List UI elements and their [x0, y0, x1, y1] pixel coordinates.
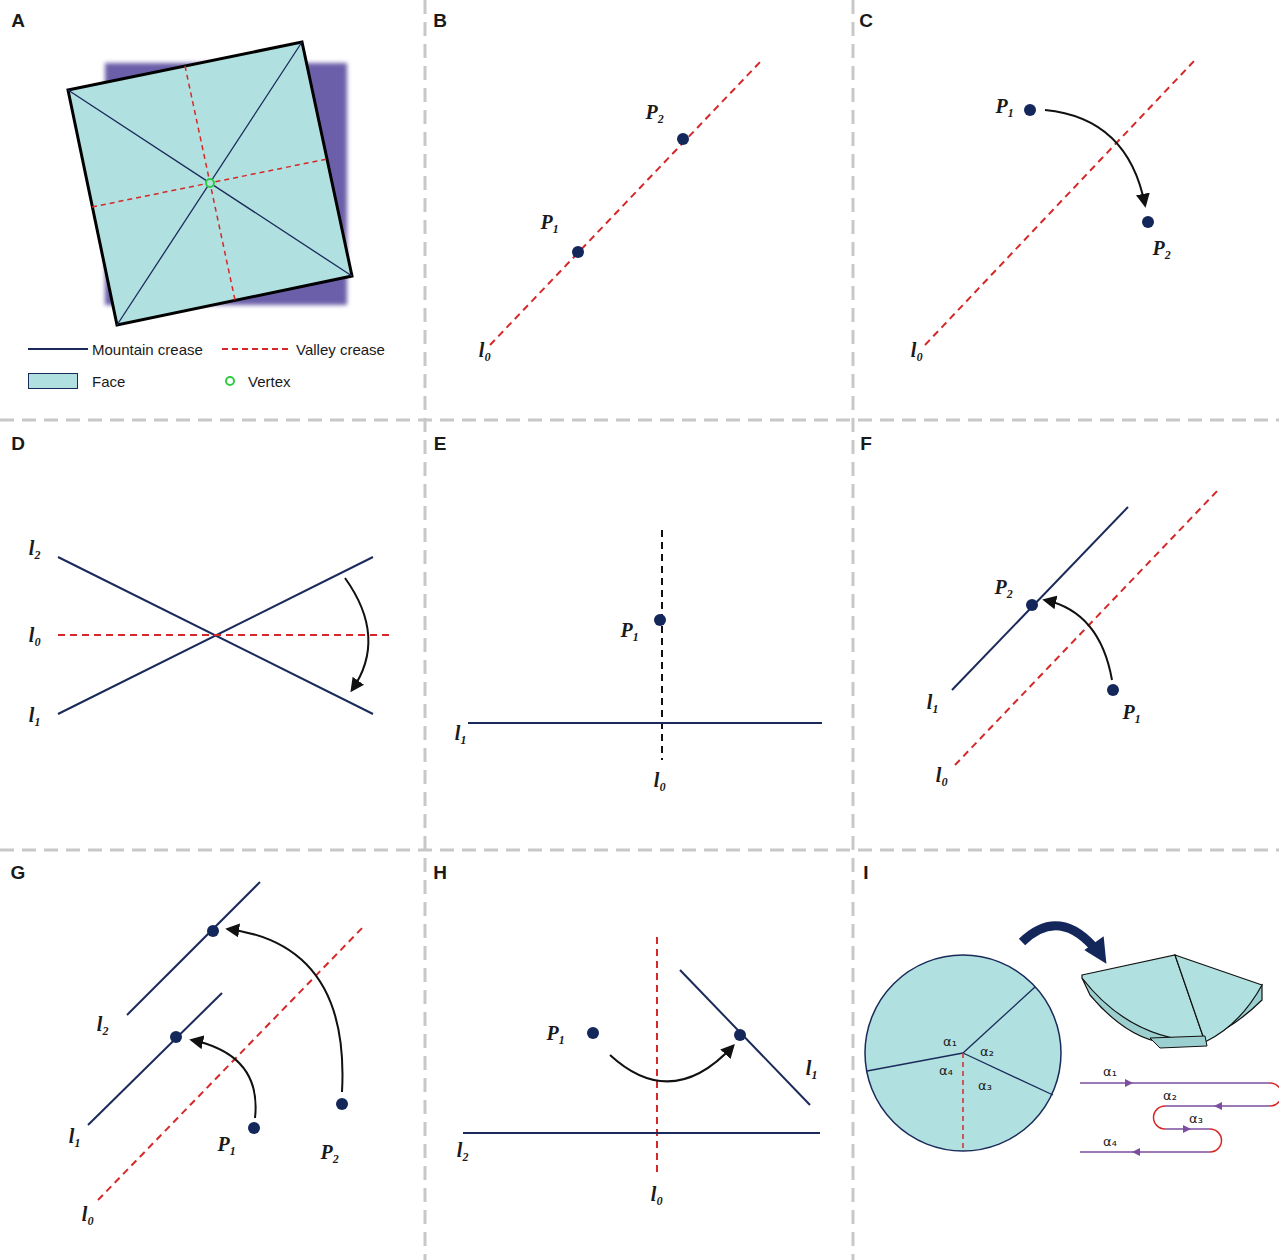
math-label: P₂ — [994, 577, 1013, 597]
math-label: l₁ — [927, 692, 940, 712]
angle-label: α₄ — [1103, 1135, 1117, 1148]
angle-label: α₄ — [939, 1064, 953, 1077]
panel-letter: D — [11, 434, 25, 453]
legend-text: Vertex — [248, 374, 291, 389]
math-label: l₀ — [654, 770, 667, 790]
legend-text: Face — [92, 374, 125, 389]
math-label: P₁ — [546, 1023, 565, 1043]
panel-letter: E — [434, 434, 447, 453]
panel-letter: H — [433, 863, 447, 882]
math-label: l₂ — [457, 1140, 470, 1160]
math-label: l₂ — [97, 1014, 110, 1034]
math-label: P₁ — [540, 212, 559, 232]
math-label: l₀ — [651, 1184, 664, 1204]
math-label: l₁ — [455, 723, 468, 743]
panel-letter: B — [433, 11, 447, 30]
panel-letter: C — [859, 11, 873, 30]
math-label: P₁ — [1122, 702, 1141, 722]
angle-label: α₃ — [978, 1079, 992, 1092]
math-label: P₂ — [320, 1142, 339, 1162]
math-label: P₂ — [645, 102, 664, 122]
math-label: P₂ — [1152, 238, 1171, 258]
panel-letter: G — [11, 863, 26, 882]
angle-label: α₂ — [980, 1045, 994, 1058]
math-label: P₁ — [995, 96, 1014, 116]
angle-label: α₂ — [1163, 1089, 1177, 1102]
legend-text: Valley crease — [296, 342, 385, 357]
angle-label: α₁ — [943, 1035, 957, 1048]
math-label: P₁ — [217, 1134, 236, 1154]
angle-label: α₃ — [1189, 1112, 1203, 1125]
math-label: l₁ — [69, 1126, 82, 1146]
math-label: l₀ — [479, 340, 492, 360]
math-label: P₁ — [620, 620, 639, 640]
math-label: l₀ — [936, 765, 949, 785]
math-label: l₀ — [82, 1204, 95, 1224]
panel-letter: F — [860, 434, 872, 453]
legend-swatch — [28, 373, 78, 389]
math-label: l₀ — [911, 340, 924, 360]
math-label: l₁ — [806, 1058, 819, 1078]
angle-label: α₁ — [1103, 1065, 1117, 1078]
panel-letter: A — [11, 11, 25, 30]
math-label: l₂ — [29, 538, 42, 558]
math-label: l₀ — [29, 625, 42, 645]
panel-letter: I — [863, 863, 868, 882]
legend-text: Mountain crease — [92, 342, 203, 357]
math-label: l₁ — [29, 705, 42, 725]
